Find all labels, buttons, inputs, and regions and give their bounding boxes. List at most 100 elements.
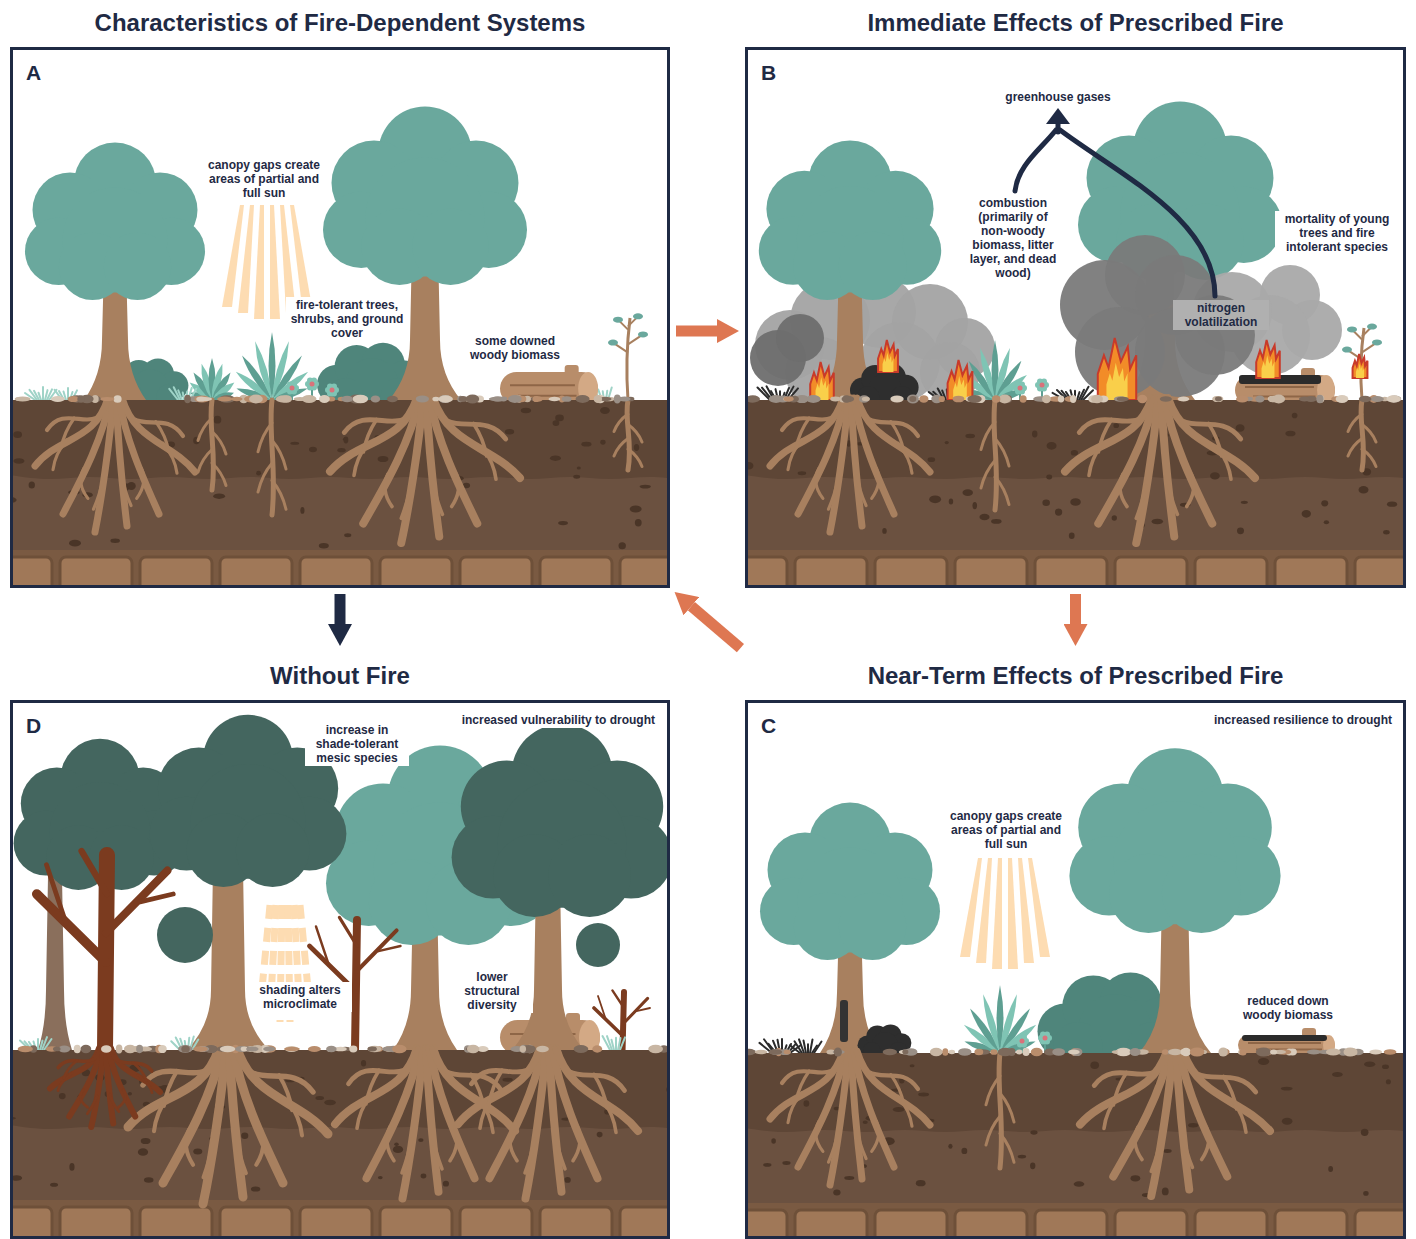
sapling <box>1372 339 1382 345</box>
soil <box>69 540 81 547</box>
roots <box>782 1051 844 1083</box>
plant-root <box>1348 439 1362 457</box>
roots <box>385 474 392 507</box>
roots <box>796 1071 809 1101</box>
dead-tree <box>623 998 648 1024</box>
litter <box>220 1046 235 1053</box>
sapling <box>608 340 618 346</box>
panel-letter: B <box>761 61 776 85</box>
litter <box>768 1049 782 1055</box>
litter <box>276 395 292 402</box>
sun-rays <box>960 858 1050 969</box>
smoke <box>776 314 824 362</box>
flame <box>1106 363 1127 400</box>
litter <box>178 1045 193 1053</box>
annotation: reduced down woody biomass <box>1234 993 1342 1023</box>
roots <box>472 1048 542 1084</box>
roots <box>770 1051 930 1185</box>
litter <box>53 1047 61 1052</box>
soil <box>128 1092 132 1095</box>
dead-tree <box>47 865 67 924</box>
soil <box>1074 1181 1085 1187</box>
roots <box>1135 1127 1142 1160</box>
sun-rays <box>1028 858 1050 957</box>
soil <box>324 1100 336 1105</box>
litter <box>308 1046 321 1052</box>
litter <box>284 1047 300 1051</box>
roots <box>1136 486 1146 519</box>
soil <box>60 1207 132 1236</box>
litter <box>883 1049 897 1056</box>
dead-tree <box>594 1008 623 1036</box>
litter <box>508 395 522 403</box>
litter <box>842 395 850 403</box>
soil <box>1386 1079 1391 1084</box>
gas-arrow <box>1046 108 1070 124</box>
flame <box>883 353 894 372</box>
soil <box>1355 557 1403 585</box>
roots <box>434 482 443 515</box>
sapling <box>633 313 643 319</box>
litter <box>1160 396 1172 402</box>
litter <box>281 395 292 402</box>
roots <box>119 398 159 514</box>
plant-root <box>272 481 286 510</box>
roots <box>573 1127 580 1161</box>
flower <box>1020 1039 1025 1044</box>
roots <box>1113 1073 1126 1106</box>
roots <box>450 1127 457 1161</box>
flame <box>1256 340 1280 378</box>
litter <box>217 396 232 401</box>
litter <box>998 1048 1013 1057</box>
litter <box>974 1049 983 1055</box>
soil <box>600 440 605 445</box>
litter <box>302 395 317 403</box>
annotation: some downed woody biomass <box>465 333 565 363</box>
soil <box>893 1107 905 1112</box>
soil <box>460 1207 532 1236</box>
soil <box>505 429 514 434</box>
litter <box>1058 396 1064 403</box>
plant-root <box>981 461 995 489</box>
panel: CNear-Term Effects of Prescribed Fire <box>745 652 1406 1239</box>
litter <box>263 1046 275 1051</box>
panel-border: D <box>10 700 670 1239</box>
roots <box>137 468 144 498</box>
litter <box>1215 397 1222 402</box>
soil <box>949 498 953 504</box>
soil <box>748 462 753 470</box>
litter <box>18 1045 667 1054</box>
soil <box>979 514 989 520</box>
soil <box>300 507 304 514</box>
panel-border: C <box>745 700 1406 1239</box>
annotation: increase in shade-tolerant mesic species <box>305 722 409 766</box>
roots <box>856 398 918 436</box>
plant-root <box>614 439 628 457</box>
litter <box>533 396 543 401</box>
roots <box>94 479 104 509</box>
soil <box>965 434 975 438</box>
soil <box>241 1133 248 1140</box>
litter <box>830 397 840 402</box>
litter <box>562 396 572 402</box>
litter <box>416 396 429 403</box>
roots <box>330 398 417 472</box>
litter <box>1369 1049 1382 1054</box>
canopy <box>1069 748 1280 933</box>
litter <box>1137 395 1147 403</box>
annotation: shading alters microclimate <box>248 982 352 1012</box>
soil <box>1324 520 1329 524</box>
grass <box>37 1039 39 1050</box>
litter <box>124 1045 136 1053</box>
litter <box>1326 1049 1341 1056</box>
roots <box>335 1048 417 1124</box>
panel-letter: C <box>761 714 776 738</box>
litter <box>1042 395 1051 404</box>
litter <box>1371 396 1384 402</box>
plant-root <box>627 400 630 470</box>
roots <box>891 422 904 452</box>
roots <box>1094 1051 1168 1086</box>
litter <box>953 396 965 403</box>
plant-root <box>212 463 226 486</box>
litter <box>1049 396 1064 401</box>
